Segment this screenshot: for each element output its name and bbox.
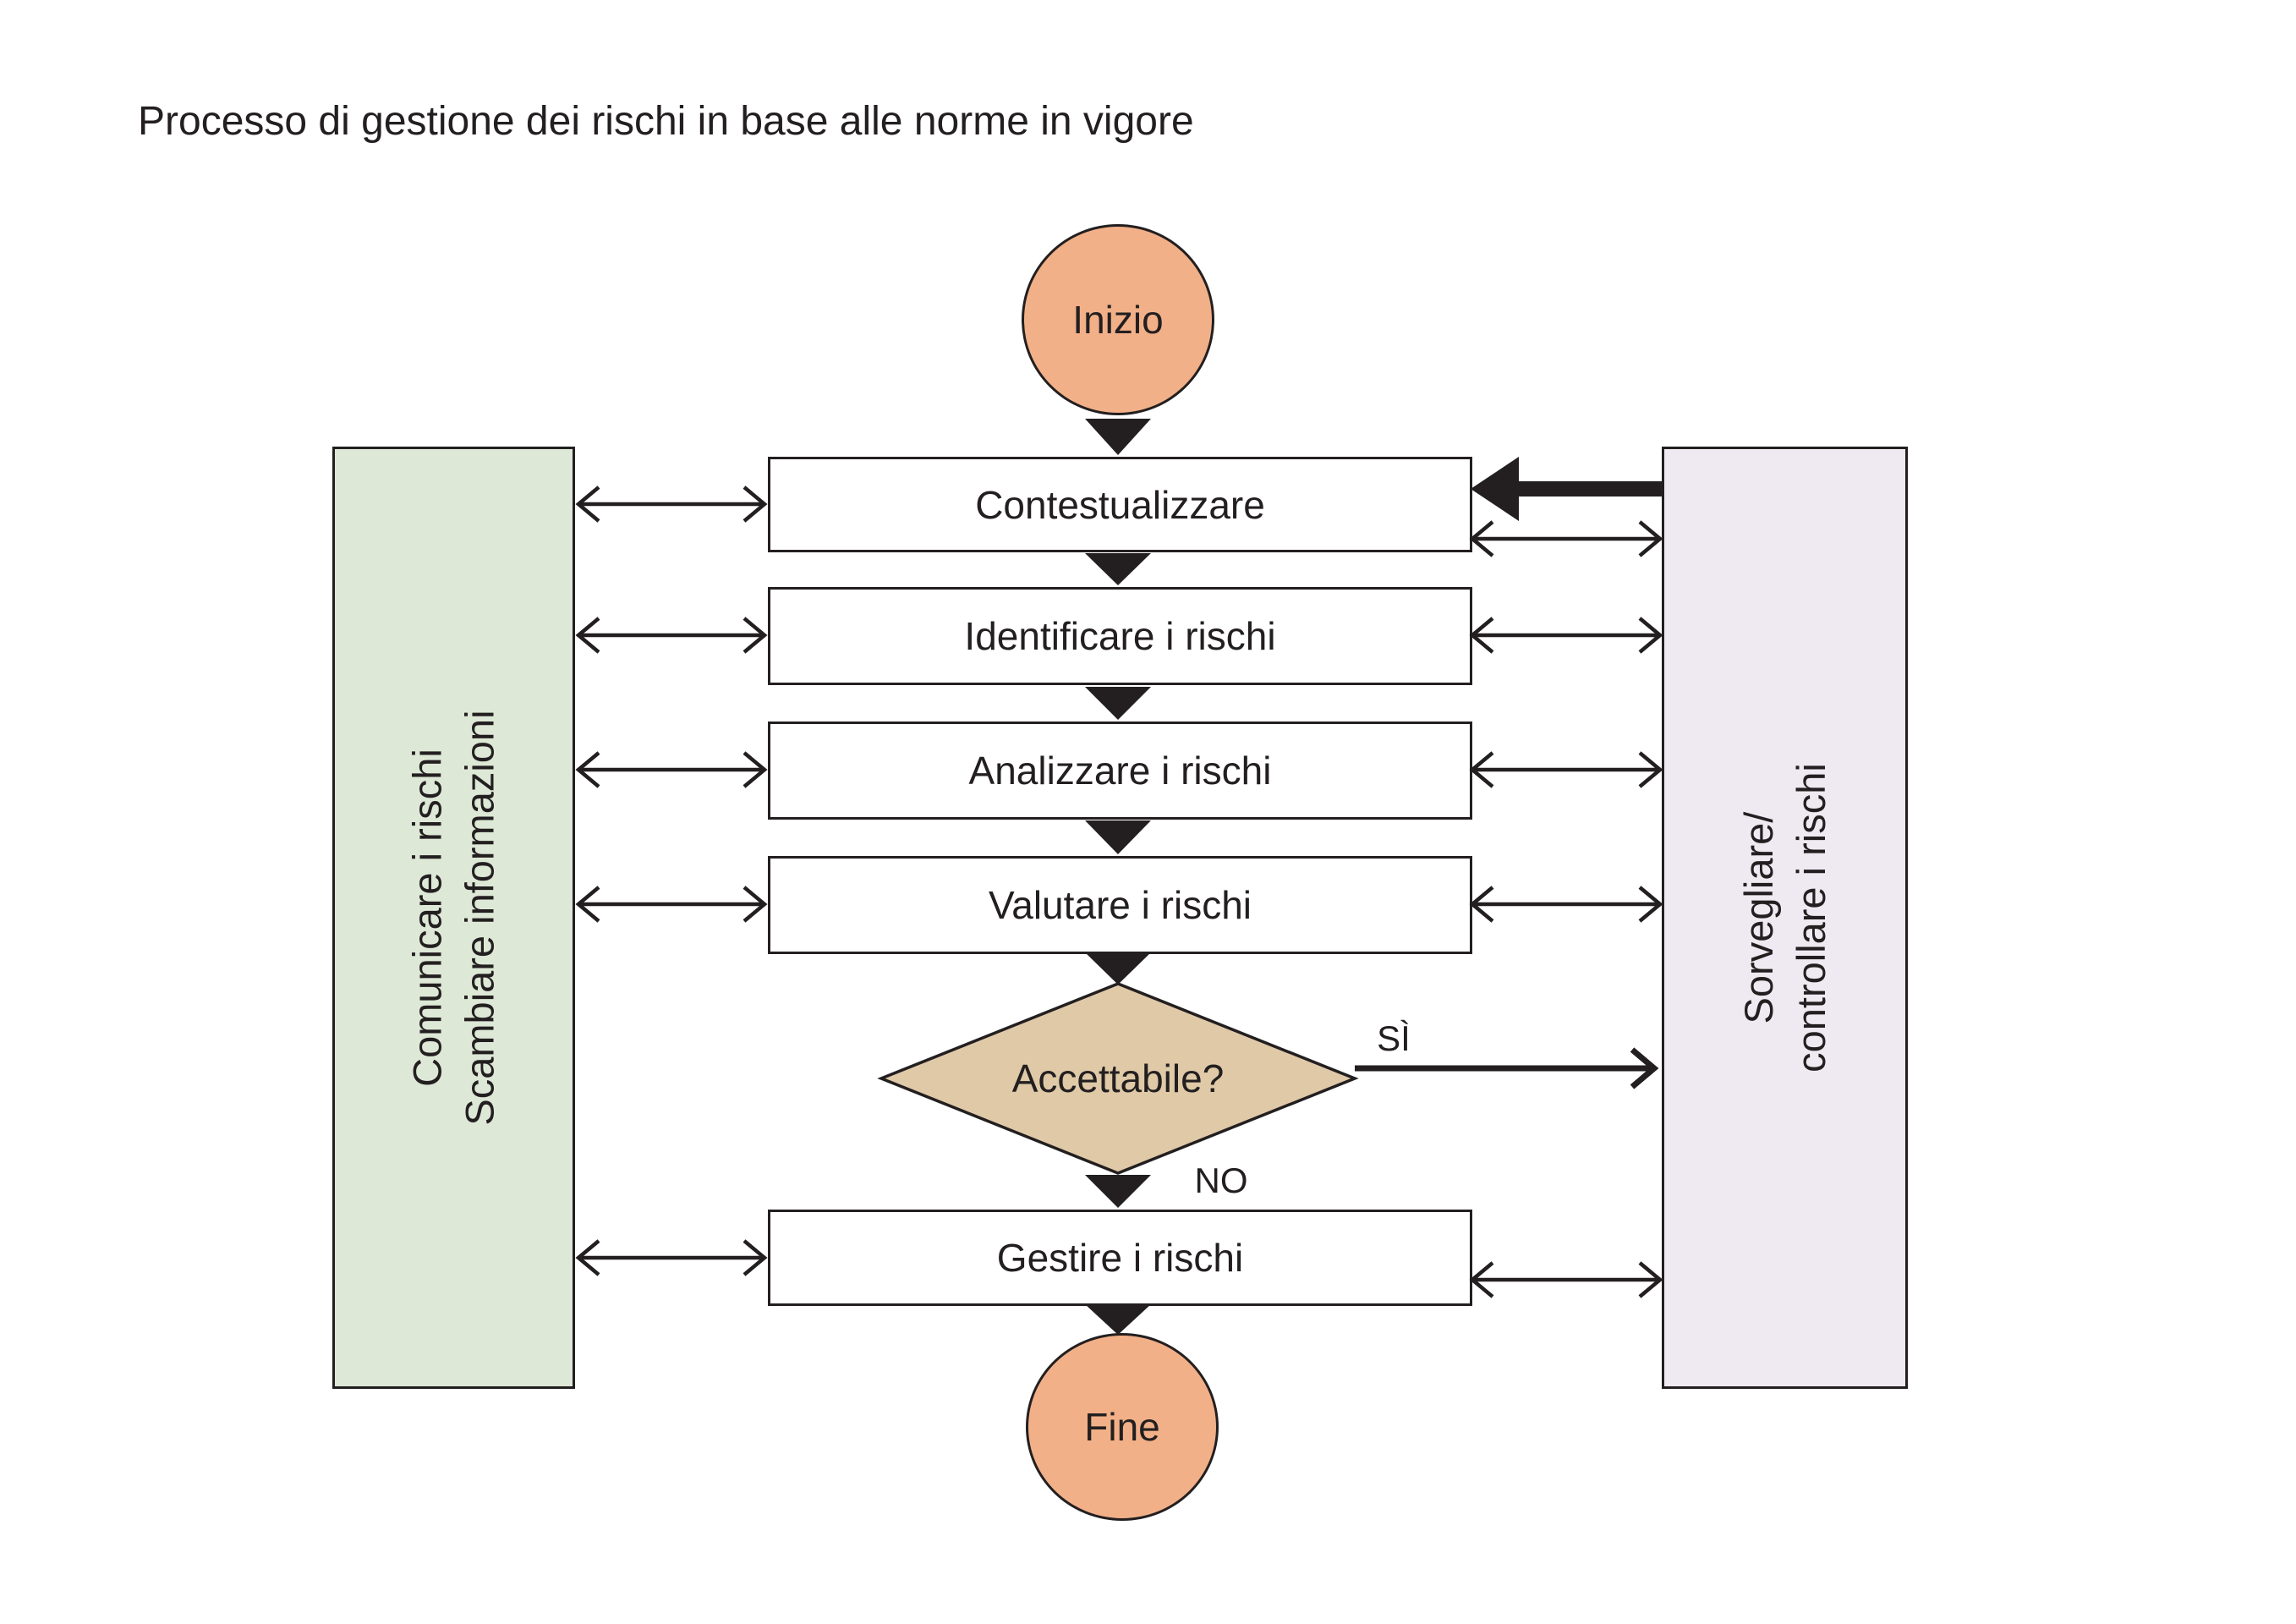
step-analizzare: Analizzare i rischi [768,721,1472,820]
diagram-title: Processo di gestione dei rischi in base … [138,99,1194,144]
flow-arrow-start-to-step1 [1085,419,1151,455]
left-double-arrow-step1 [575,486,768,523]
flow-arrow-step2-to-step3 [1085,687,1151,720]
step-contestualizzare: Contestualizzare [768,457,1472,552]
right-double-arrow-step5 [1469,1261,1663,1298]
end-terminator: Fine [1026,1333,1219,1521]
flow-arrow-step5-to-end [1085,1304,1151,1335]
yes-arrow [1355,1047,1659,1089]
flow-arrow-step4-to-decision [1085,952,1151,985]
left-double-arrow-step2 [575,617,768,654]
start-terminator: Inizio [1022,224,1214,415]
no-label: NO [1194,1160,1248,1200]
right-sidebar-monitor: Sorvegliare/ controllare i rischi [1662,447,1908,1389]
step-valutare: Valutare i rischi [768,856,1472,954]
decision-label: Accettabile? [1011,1056,1225,1100]
right-double-arrow-step4 [1469,886,1663,923]
left-sidebar-communicate: Comunicare i rischi Scambiare informazio… [332,447,575,1389]
step-identificare: Identificare i rischi [768,587,1472,685]
left-double-arrow-step4 [575,886,768,923]
flow-arrow-step1-to-step2 [1085,553,1151,585]
feedback-thick-arrow [1471,457,1663,521]
flow-arrow-step3-to-step4 [1085,820,1151,854]
right-double-arrow-step3 [1469,751,1663,788]
left-double-arrow-step5 [575,1239,768,1276]
yes-label: SÌ [1377,1018,1411,1058]
right-double-arrow-step2 [1469,617,1663,654]
left-double-arrow-step3 [575,751,768,788]
right-double-arrow-step1 [1469,520,1663,557]
flow-arrow-no-to-step5 [1085,1175,1151,1208]
decision-diamond [877,982,1359,1175]
